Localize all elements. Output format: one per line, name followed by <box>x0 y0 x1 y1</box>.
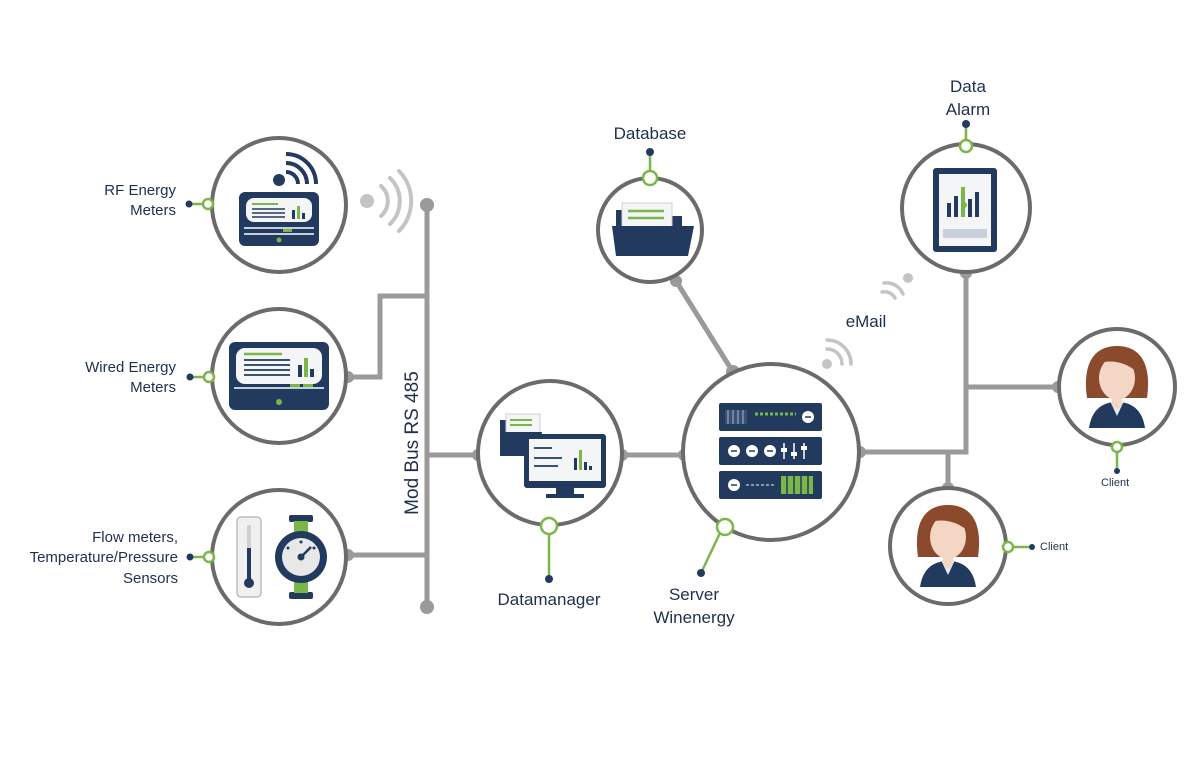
wired-meters-link <box>348 293 427 380</box>
database-node <box>596 148 704 284</box>
alarm-chart-icon <box>933 168 997 252</box>
energy-meter-icon <box>229 342 329 410</box>
client-2-node <box>888 486 1035 606</box>
wifi-signal-icon <box>360 169 414 233</box>
wireless-meter-icon <box>239 152 319 246</box>
server-node <box>681 362 861 577</box>
connection-lines <box>348 205 1058 607</box>
woman-avatar-icon <box>1085 346 1149 428</box>
rf-meters-label: RF Energy Meters <box>104 182 176 220</box>
folder-icon <box>612 202 694 256</box>
thermometer-gauge-icon <box>236 515 327 599</box>
sensors-node <box>186 488 348 626</box>
data-alarm-label: Data Alarm <box>945 77 991 119</box>
bus-top-dot <box>420 198 434 212</box>
email-signal-icon <box>822 273 913 369</box>
rf-meter-node <box>185 136 348 274</box>
sensors-label: Flow meters, Temperature/Pressure Sensor… <box>29 529 178 587</box>
wired-meters-label: Wired Energy Meters <box>85 359 176 397</box>
database-server-link <box>673 279 736 374</box>
woman-avatar-icon <box>916 505 980 587</box>
data-alarm-node <box>900 120 1032 274</box>
modbus-label: Mod Bus RS 485 <box>402 371 423 515</box>
datamanager-label: Datamanager <box>497 590 601 609</box>
client-1-node <box>1057 327 1177 474</box>
database-label: Database <box>613 124 687 143</box>
client-1-label: Client <box>1101 477 1130 489</box>
bus-bottom-dot <box>420 600 434 614</box>
server-rack-icon <box>719 403 822 499</box>
server-label: Server Winenergy <box>653 585 735 627</box>
server-alarm-link <box>860 273 969 455</box>
client-2-label: Client <box>1040 541 1069 553</box>
wired-meter-node <box>186 307 348 445</box>
email-label: eMail <box>845 312 887 331</box>
datamanager-node <box>476 379 624 583</box>
monitor-folder-icon <box>500 413 606 498</box>
